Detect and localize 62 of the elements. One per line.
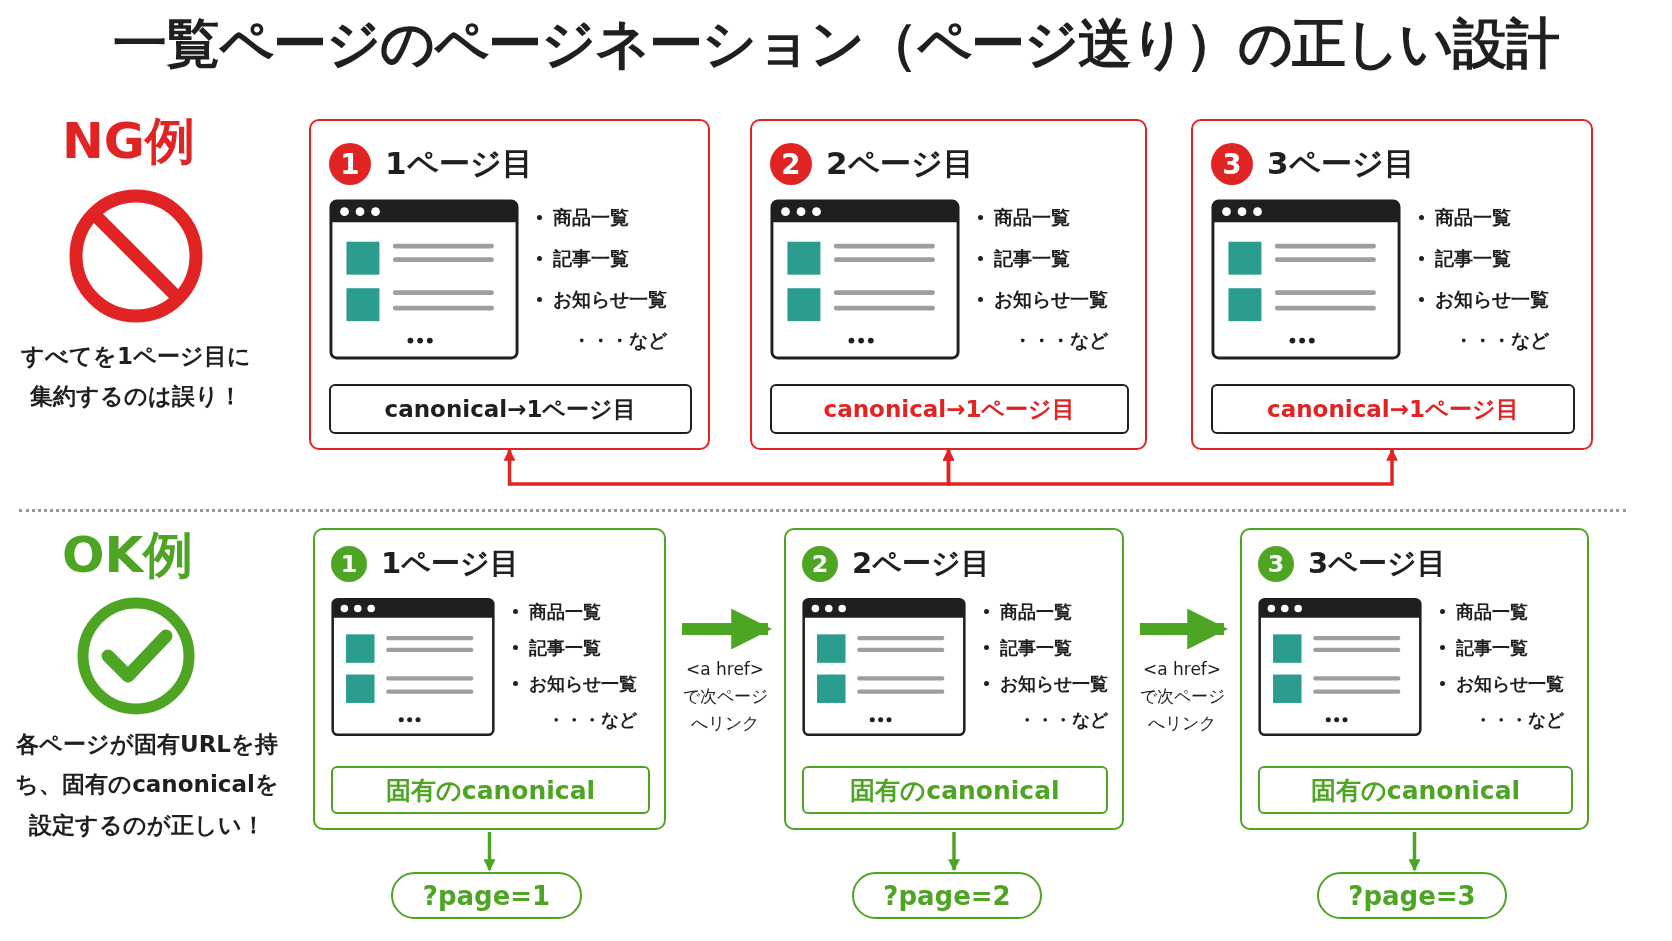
list-item: お知らせ一覧 [976, 287, 1108, 313]
card-title: 2ページ目 [852, 545, 991, 582]
url-pill: ?page=2 [852, 872, 1042, 919]
number-badge: 3 [1258, 546, 1294, 582]
card-title: 1ページ目 [385, 144, 533, 183]
canonical-box: canonical→1ページ目 [1211, 384, 1575, 434]
list-item: ・・・など [547, 708, 637, 732]
note-text: 各ページが固有URLを持ち、固有のcanonicalを設定するのが正しい！ [14, 730, 280, 840]
list-item: ・・・など [1474, 708, 1564, 732]
number-badge: 2 [770, 143, 812, 185]
list-item: ・・・など [1013, 328, 1108, 353]
list-item: 商品一覧 [535, 205, 667, 231]
number-badge: 2 [802, 546, 838, 582]
url-pill: ?page=1 [391, 872, 582, 919]
page-card [313, 528, 666, 830]
canonical-box: 固有のcanonical [331, 766, 650, 814]
arrow [1140, 608, 1229, 650]
number-badge: 1 [329, 143, 371, 185]
card-title: 3ページ目 [1267, 144, 1415, 183]
list-item: 商品一覧 [982, 600, 1108, 624]
list-item: 商品一覧 [976, 205, 1108, 231]
list-item: お知らせ一覧 [535, 287, 667, 313]
canonical-box: 固有のcanonical [1258, 766, 1573, 814]
card-title: 1ページ目 [381, 545, 520, 582]
title: 一覧ページのページネーション（ページ送り）の正しい設計 [112, 11, 1560, 77]
number-badge: 1 [331, 546, 367, 582]
card-title: 2ページ目 [826, 144, 974, 183]
arrow [1408, 832, 1421, 872]
arrow [948, 832, 960, 872]
page-card [750, 119, 1147, 450]
list-item: 記事一覧 [535, 246, 667, 272]
list-item: 記事一覧 [1417, 246, 1549, 272]
list-item: 記事一覧 [1438, 636, 1564, 660]
list-item: お知らせ一覧 [511, 672, 637, 696]
list-item: ・・・など [1018, 708, 1108, 732]
list-item: お知らせ一覧 [1417, 287, 1549, 313]
list-item: ・・・など [572, 328, 667, 353]
list-item: 記事一覧 [976, 246, 1108, 272]
note-text: すべてを1ページ目に集約するのは誤り！ [20, 342, 252, 412]
page-card [309, 119, 710, 450]
url-pill: ?page=3 [1317, 872, 1507, 919]
section-heading: OK例 [62, 525, 194, 586]
card-title: 3ページ目 [1308, 545, 1447, 582]
list-item: 記事一覧 [511, 636, 637, 660]
list-item: お知らせ一覧 [1438, 672, 1564, 696]
list-item: お知らせ一覧 [982, 672, 1108, 696]
canonical-box: 固有のcanonical [802, 766, 1108, 814]
arrow [483, 832, 496, 872]
arrow [942, 448, 1398, 486]
number-badge: 3 [1211, 143, 1253, 185]
list-item: ・・・など [1454, 328, 1549, 353]
arrow [682, 608, 773, 650]
page-card [1240, 528, 1589, 830]
list-item: 商品一覧 [1417, 205, 1549, 231]
list-item: 商品一覧 [1438, 600, 1564, 624]
list-item: 記事一覧 [982, 636, 1108, 660]
section-heading: NG例 [62, 111, 195, 172]
list-item: 商品一覧 [511, 600, 637, 624]
canonical-box: canonical→1ページ目 [329, 384, 692, 434]
page-card [784, 528, 1124, 830]
canonical-box: canonical→1ページ目 [770, 384, 1129, 434]
page-card [1191, 119, 1593, 450]
